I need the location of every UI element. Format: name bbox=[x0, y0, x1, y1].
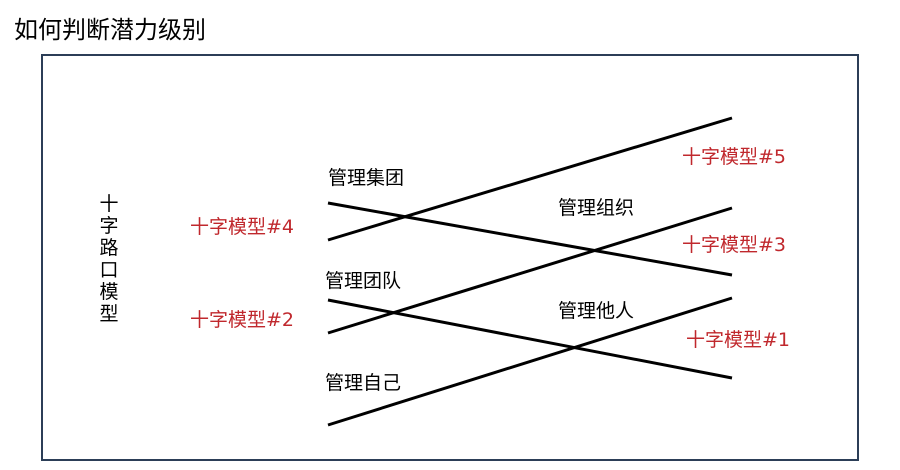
label-manage-organization: 管理组织 bbox=[558, 197, 635, 219]
label-manage-group: 管理集团 bbox=[328, 167, 405, 189]
line-manage-self bbox=[327, 296, 733, 427]
label-crossroad-2: 十字模型#2 bbox=[190, 309, 295, 331]
label-crossroad-3: 十字模型#3 bbox=[682, 234, 787, 256]
line-manage-team-up bbox=[327, 206, 733, 335]
line-manage-group-down bbox=[327, 201, 733, 277]
label-crossroad-5: 十字模型#5 bbox=[682, 146, 787, 168]
line-manage-team-down bbox=[327, 298, 733, 380]
label-crossroad-4: 十字模型#4 bbox=[190, 216, 295, 238]
label-manage-others: 管理他人 bbox=[558, 300, 635, 322]
label-manage-team: 管理团队 bbox=[325, 270, 402, 292]
page-title: 如何判断潜力级别 bbox=[14, 16, 206, 44]
label-manage-self: 管理自己 bbox=[325, 372, 402, 394]
label-crossroad-1: 十字模型#1 bbox=[686, 329, 791, 351]
diagram-frame bbox=[41, 54, 859, 461]
crossroad-model-vertical-label: 十字路口模型 bbox=[99, 193, 119, 325]
line-manage-group-up bbox=[327, 116, 733, 242]
